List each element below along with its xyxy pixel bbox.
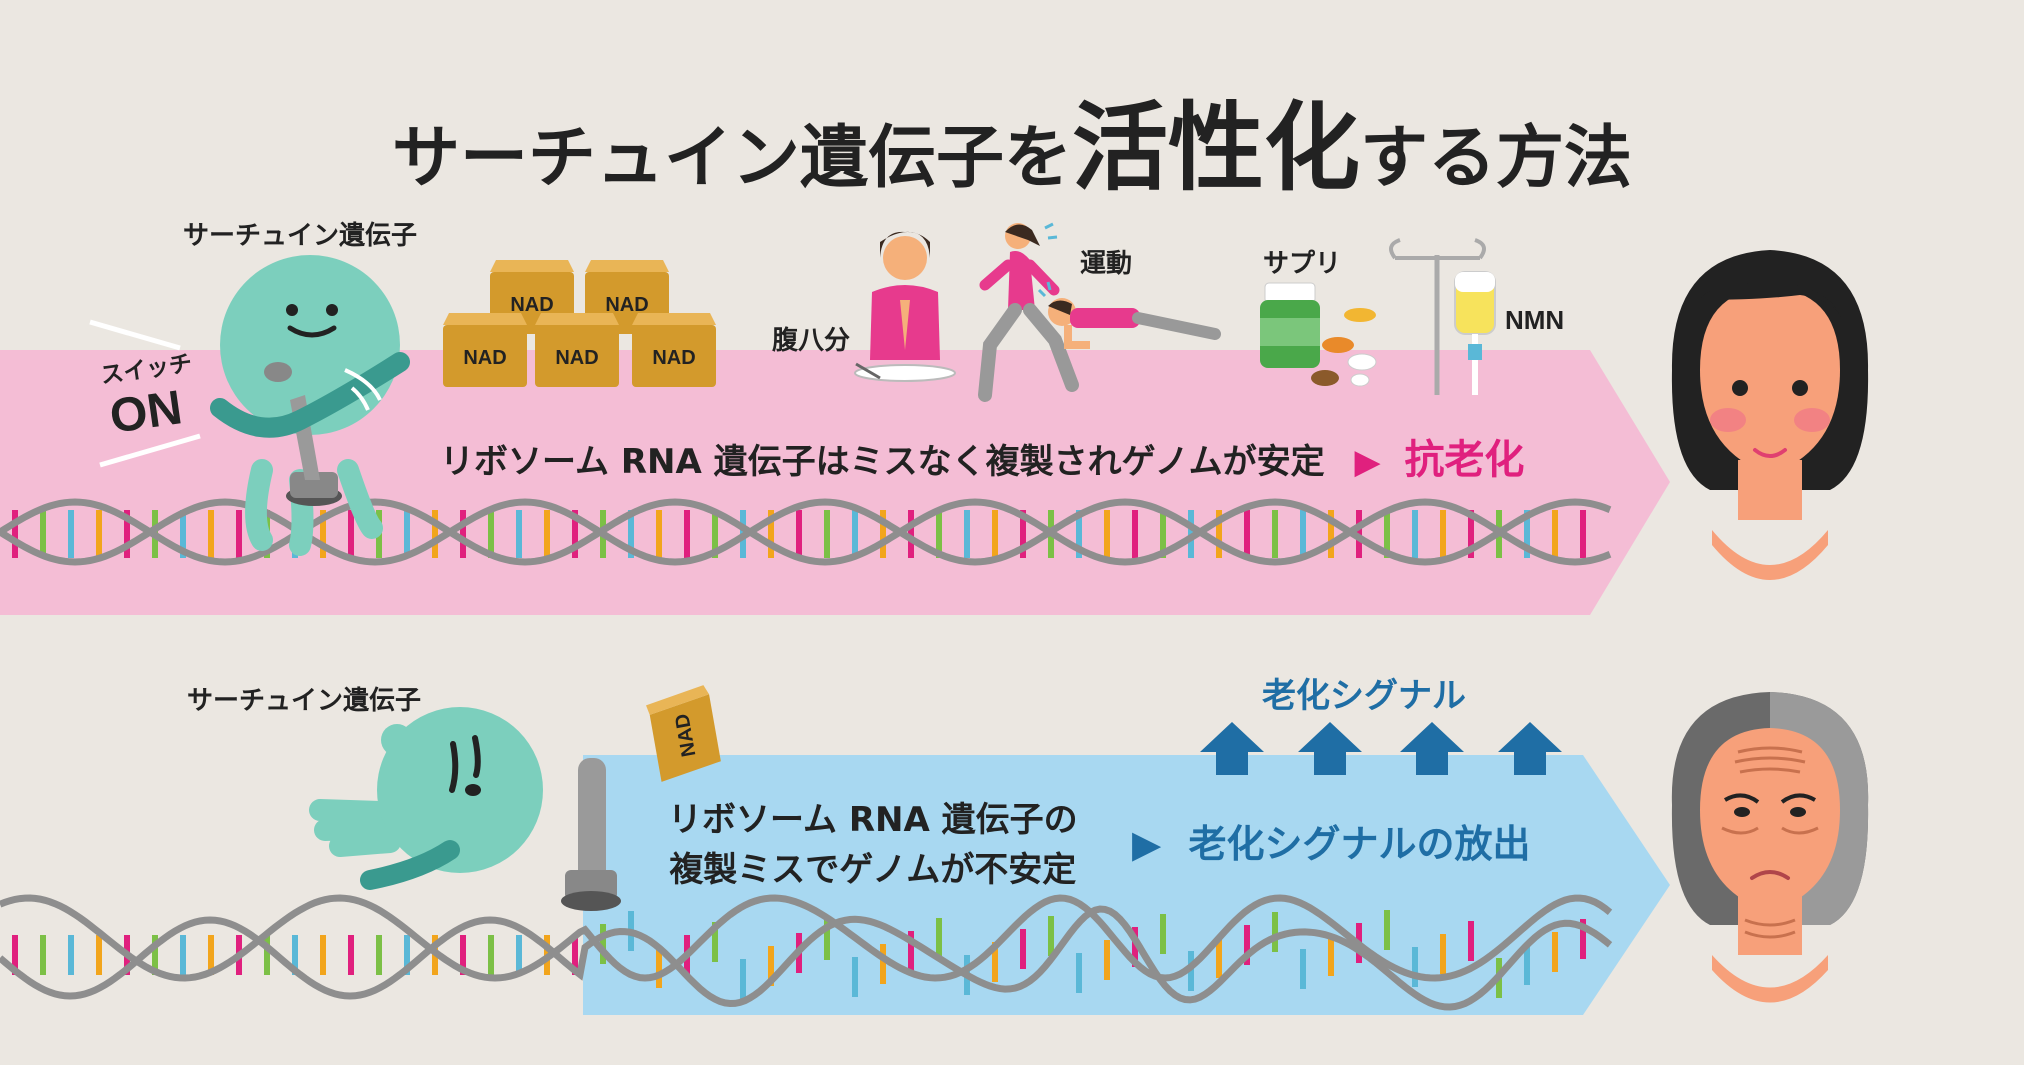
page-title: サーチュイン遺伝子を活性化する方法: [0, 70, 2024, 209]
dna-strand: [0, 905, 1613, 1011]
bottom-result-row: ▶ 老化シグナルの放出: [1132, 813, 1530, 868]
up-arrow-icon: [1498, 722, 1562, 775]
title-part1: サーチュイン遺伝子を: [391, 119, 1072, 198]
nad-box-icon: NAD: [443, 313, 527, 387]
top-message-text: リボソーム RNA 遺伝子はミスなく複製されゲノムが安定: [440, 442, 1325, 482]
plank-exercise-icon: [1037, 281, 1221, 349]
up-arrow-icon: [1200, 722, 1264, 775]
bottom-message-line1: リボソーム RNA 遺伝子の: [668, 800, 1078, 840]
dna-strand: [0, 498, 1612, 566]
supplement-label: サプリ: [1263, 249, 1342, 279]
bottom-message: リボソーム RNA 遺伝子の 複製ミスでゲノムが不安定: [668, 795, 1078, 895]
top-arrow-icon: ▶: [1354, 442, 1381, 482]
dna-strand: [0, 894, 1613, 982]
top-result: 抗老化: [1404, 437, 1525, 483]
nad-box-falling-icon: NAD: [646, 685, 721, 782]
nad-label: NAD: [652, 347, 695, 369]
nad-box-icon: NAD: [632, 313, 716, 387]
nad-label: NAD: [555, 347, 598, 369]
dna-strand: [0, 498, 1612, 566]
top-sirtuin-label: サーチュイン遺伝子: [183, 221, 418, 251]
up-arrow-icon: [1400, 722, 1464, 775]
running-woman-icon: [978, 222, 1079, 402]
nmn-label: NMN: [1505, 305, 1565, 335]
bottom-arrow-icon: ▶: [1132, 822, 1162, 866]
nad-box-icon: NAD: [535, 313, 619, 387]
nad-box-group: NAD NAD NAD NAD NAD: [443, 260, 716, 387]
bottom-result: 老化シグナルの放出: [1188, 822, 1531, 866]
sirtuin-character-happy: [210, 255, 410, 556]
dna-bottom: [0, 894, 1613, 1011]
bottom-blue-band: [583, 755, 1670, 1015]
nad-label: NAD: [463, 347, 506, 369]
bottom-message-line2: 複製ミスでゲノムが不安定: [669, 850, 1077, 890]
aged-woman-face-icon: [1671, 692, 1869, 1003]
switch-on-label: ON: [106, 381, 186, 444]
aging-signal-arrows: [1200, 722, 1562, 775]
title-part3: する方法: [1360, 119, 1633, 198]
bottom-sirtuin-label: サーチュイン遺伝子: [187, 686, 422, 716]
hara-hachibu-woman-icon: [854, 231, 956, 382]
title-part2: 活性化: [1072, 92, 1360, 204]
sirtuin-character-sad: [309, 707, 543, 890]
nad-label: NAD: [510, 294, 553, 316]
up-arrow-icon: [1298, 722, 1362, 775]
supplement-bottle-icon: [1260, 282, 1377, 387]
nad-label: NAD: [605, 294, 648, 316]
top-message: リボソーム RNA 遺伝子はミスなく複製されゲノムが安定 ▶ 抗老化: [440, 427, 1524, 485]
dna-top: [0, 498, 1612, 566]
aging-signal-label: 老化シグナル: [1262, 676, 1466, 716]
switch-on-lines: [89, 319, 201, 468]
hara-hachibu-label: 腹八分: [772, 326, 851, 356]
exercise-label: 運動: [1080, 249, 1133, 279]
iv-drip-icon: [1389, 238, 1496, 395]
switch-off-lever: [561, 758, 621, 911]
young-woman-face-icon: [1671, 250, 1869, 580]
